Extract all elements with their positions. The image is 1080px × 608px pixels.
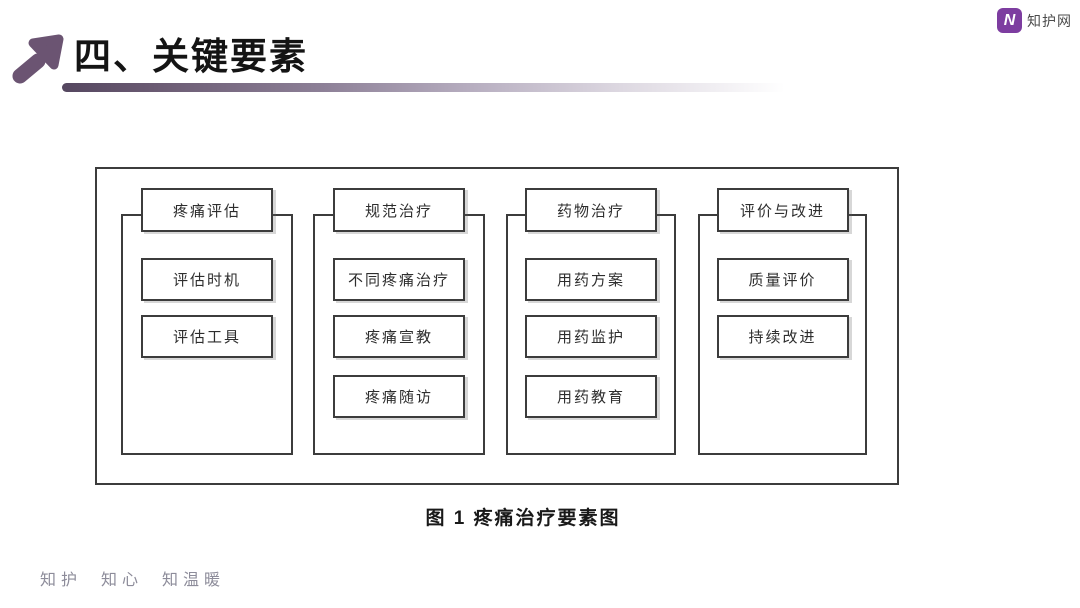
logo-text: 知护网 (1027, 12, 1072, 29)
diagram-item-box: 评估时机 (141, 258, 273, 301)
figure-caption: 图 1 疼痛治疗要素图 (425, 508, 621, 529)
diagram-item-box: 用药教育 (525, 375, 657, 418)
title-underline (62, 83, 807, 92)
column-header-box: 评价与改进 (716, 188, 849, 232)
diagram-item-box: 疼痛宣教 (333, 315, 465, 358)
logo-n-icon: N (997, 8, 1022, 33)
diagram-item-box: 评估工具 (141, 315, 273, 358)
diagram-item-box: 质量评价 (716, 258, 849, 301)
diagram-item-box: 疼痛随访 (333, 375, 465, 418)
diagram-item-box: 持续改进 (716, 315, 849, 358)
diagram-column-drug-treatment: 药物治疗 用药方案 用药监护 用药教育 (506, 188, 676, 455)
diagram-column-pain-assessment: 疼痛评估 评估时机 评估工具 (121, 188, 293, 455)
arrow-up-right-icon (12, 34, 64, 84)
column-header-box: 药物治疗 (525, 188, 657, 232)
column-header-box: 疼痛评估 (141, 188, 273, 232)
diagram-item-box: 不同疼痛治疗 (333, 258, 465, 301)
column-header-box: 规范治疗 (333, 188, 465, 232)
page-title: 四、关键要素 (74, 36, 308, 77)
diagram-column-evaluation-improvement: 评价与改进 质量评价 持续改进 (698, 188, 867, 455)
diagram-item-box: 用药方案 (525, 258, 657, 301)
footer-slogan: 知护 知心 知温暖 (40, 572, 226, 589)
diagram-outer-frame: 疼痛评估 评估时机 评估工具 规范治疗 不同疼痛治疗 疼痛宣教 疼痛随访 药物治… (95, 167, 899, 485)
brand-logo: N 知护网 (997, 8, 1072, 33)
diagram-column-standard-treatment: 规范治疗 不同疼痛治疗 疼痛宣教 疼痛随访 (313, 188, 485, 455)
diagram-item-box: 用药监护 (525, 315, 657, 358)
